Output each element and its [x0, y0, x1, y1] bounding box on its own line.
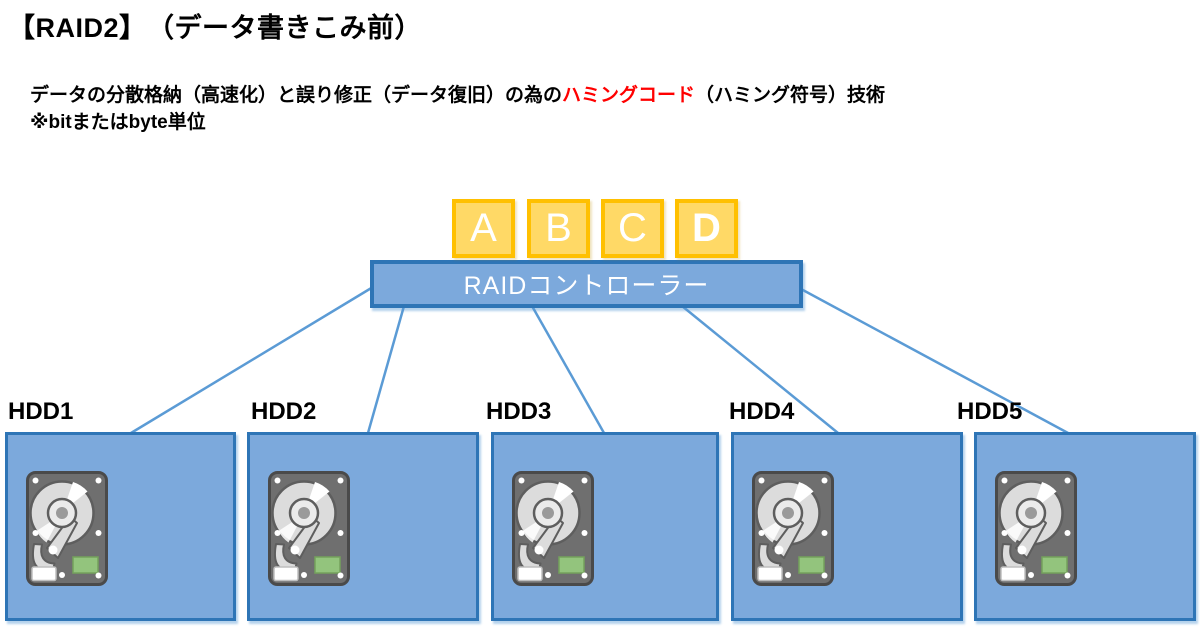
hdd3-label: HDD3 [486, 398, 552, 425]
description-line1: データの分散格納（高速化）と誤り修正（データ復旧）の為のハミングコード（ハミング… [30, 85, 886, 106]
hdd-icon [26, 471, 108, 586]
data-block-b: B [527, 199, 590, 258]
data-block-c: C [601, 199, 664, 258]
hdd-icon [512, 471, 594, 586]
hdd5-box [974, 432, 1196, 621]
hdd4-box [731, 432, 963, 621]
hdd-icon [752, 471, 834, 586]
description-text: データの分散格納（高速化）と誤り修正（データ復旧）の為のハミングコード（ハミング… [30, 82, 885, 136]
page-title: 【RAID2】 （データ書きこみ前） [8, 13, 423, 43]
hdd-icon [268, 471, 350, 586]
hdd2-box [247, 432, 479, 621]
hdd1-box [5, 432, 236, 621]
hdd1-label: HDD1 [8, 398, 74, 425]
hamming-code-highlight: ハミングコード [562, 85, 696, 106]
hdd3-box [491, 432, 719, 621]
data-block-d: D [675, 199, 738, 258]
hdd2-label: HDD2 [251, 398, 317, 425]
description-note: ※bitまたはbyte単位 [30, 112, 206, 133]
hdd-icon [995, 471, 1077, 586]
data-block-a: A [452, 199, 515, 258]
raid-controller-box: RAIDコントローラー [370, 260, 803, 308]
hdd5-label: HDD5 [957, 398, 1023, 425]
hdd4-label: HDD4 [729, 398, 795, 425]
